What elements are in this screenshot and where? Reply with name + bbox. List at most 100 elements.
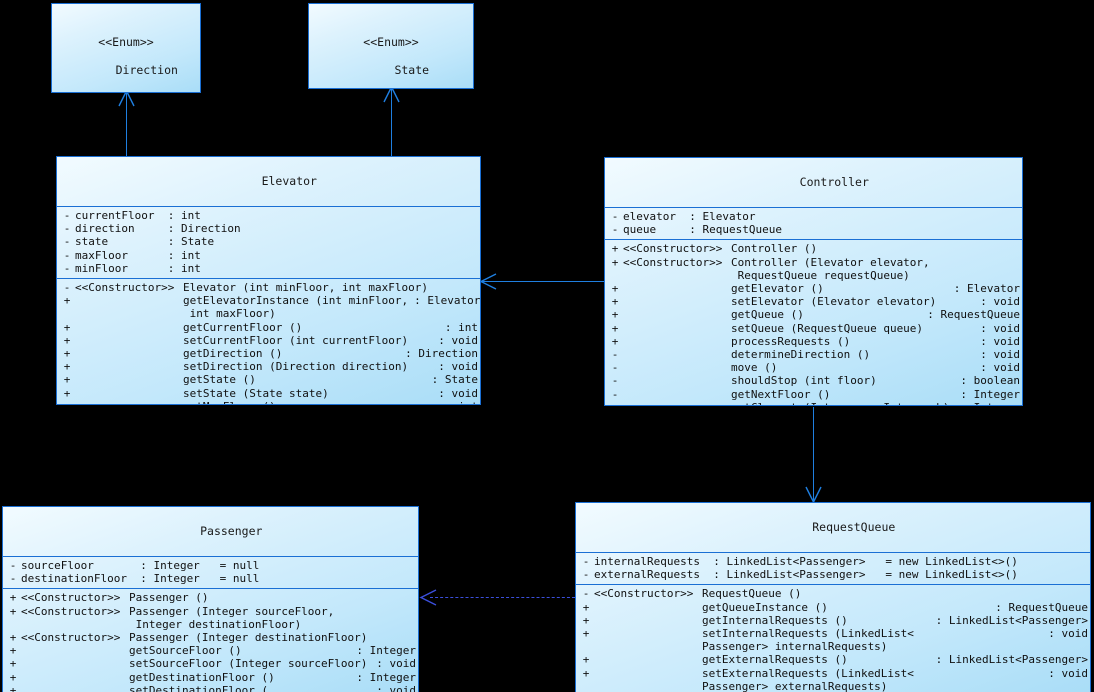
visibility: +: [611, 321, 619, 335]
operation-signature: getSourceFloor (): [129, 644, 242, 658]
operation-signature: setElevator (Elevator elevator): [731, 295, 937, 309]
visibility: +: [611, 295, 619, 309]
visibility: +: [611, 282, 619, 296]
operation-signature: getQueueInstance (): [702, 600, 828, 614]
operation-signature: determineDirection (): [731, 348, 871, 362]
stereotype-enum-state: <<Enum>>: [363, 35, 419, 49]
operation-signature: Passenger> internalRequests): [702, 640, 888, 654]
operation-row: + setDirection (Direction direction) : voi…: [57, 360, 480, 373]
operations-compartment-controller: +<<Constructor>>Controller ()+<<Construc…: [605, 240, 1022, 405]
attribute-row: -minFloor : int: [57, 262, 480, 275]
class-box-state-enum[interactable]: <<Enum>> State + MOVING : EnumConstant +…: [308, 3, 474, 89]
class-box-passenger[interactable]: Passenger -sourceFloor : Integer = null-…: [2, 506, 419, 692]
class-name-elevator: Elevator: [261, 174, 317, 188]
operation-row-continuation: RequestQueue requestQueue): [605, 269, 1022, 282]
operation-return-type: : LinkedList<Passenger>: [935, 653, 1088, 667]
visibility: +: [582, 627, 590, 641]
attribute-text: maxFloor : int: [75, 248, 201, 262]
attributes-compartment-requestqueue: -internalRequests : LinkedList<Passenger…: [576, 553, 1090, 586]
attributes-compartment-passenger: -sourceFloor : Integer = null-destinatio…: [3, 557, 418, 590]
visibility: -: [611, 387, 619, 401]
class-name-requestqueue: RequestQueue: [812, 520, 896, 534]
operation-row: -<<Constructor>>RequestQueue (): [576, 587, 1090, 600]
visibility: -: [582, 568, 590, 582]
operation-return-type: : Integer: [954, 401, 1020, 405]
connector-elevator-to-direction: [126, 92, 127, 156]
class-box-requestqueue[interactable]: RequestQueue -internalRequests : LinkedL…: [575, 502, 1091, 692]
operation-row: +setQueue (RequestQueue queue): void: [605, 322, 1022, 335]
operation-row: +<<Constructor>>Passenger (Integer sourc…: [3, 605, 418, 618]
visibility: -: [63, 209, 71, 222]
operation-signature: getQueue (): [731, 308, 804, 322]
stereotype: <<Constructor>>: [623, 255, 723, 269]
class-box-controller[interactable]: Controller -elevator : Elevator-queue : …: [604, 157, 1023, 406]
operation-return-type: : void: [438, 386, 478, 400]
operation-row: +<<Constructor>>Controller (Elevator ele…: [605, 256, 1022, 269]
visibility: +: [611, 334, 619, 348]
attributes-compartment-controller: -elevator : Elevator-queue : RequestQueu…: [605, 208, 1022, 241]
operation-signature: getState (): [183, 373, 256, 387]
operation-row: +getDestinationFloor (): Integer: [3, 671, 418, 684]
operation-row: +setInternalRequests (LinkedList<: void: [576, 627, 1090, 640]
class-box-elevator[interactable]: Elevator -currentFloor : int-direction :…: [56, 156, 481, 405]
stereotype-enum-direction: <<Enum>>: [98, 35, 154, 49]
operation-return-type: : void: [980, 295, 1020, 309]
operation-row-continuation: int maxFloor): [57, 307, 480, 320]
attribute-row: -externalRequests : LinkedList<Passenger…: [576, 568, 1090, 581]
operation-return-type: : void: [980, 361, 1020, 375]
attribute-text: elevator : Elevator: [623, 210, 756, 223]
visibility: +: [63, 347, 71, 361]
attribute-text: currentFloor : int: [75, 209, 201, 222]
operation-row: +setDestinationFloor (: void: [3, 684, 418, 692]
operations-compartment-requestqueue: -<<Constructor>>RequestQueue ()+getQueue…: [576, 585, 1090, 692]
visibility: -: [611, 361, 619, 375]
operation-signature: getNextFloor (): [731, 387, 831, 401]
operation-return-type: : int: [444, 320, 478, 334]
operation-signature: setExternalRequests (LinkedList<: [702, 666, 914, 680]
operation-return-type: : void: [376, 683, 416, 692]
visibility: +: [63, 360, 71, 374]
operation-return-type: : void: [1048, 666, 1088, 680]
visibility: +: [582, 653, 590, 667]
operation-row: -getClosest (Integer a, Integer b): Inte…: [605, 401, 1022, 405]
operation-row: + setElevator (Elevator elevator) : void: [605, 295, 1022, 308]
attribute-text: minFloor : int: [75, 261, 201, 275]
operation-row-continuation: Passenger> externalRequests): [576, 680, 1090, 692]
operation-return-type: : void: [1048, 627, 1088, 641]
attribute-row: -internalRequests : LinkedList<Passenger…: [576, 555, 1090, 568]
operation-signature: Passenger (Integer sourceFloor,: [129, 604, 335, 618]
operation-row: +getElevator (): Elevator: [605, 282, 1022, 295]
class-box-direction-enum[interactable]: <<Enum>> Direction + UP : EnumConstant +…: [51, 3, 201, 93]
attribute-text: state : State: [75, 235, 215, 249]
visibility: -: [63, 248, 71, 262]
connector-controller-to-elevator: [482, 281, 604, 282]
class-title-direction: <<Enum>> Direction: [52, 4, 200, 92]
visibility: -: [611, 210, 619, 223]
visibility: +: [63, 373, 71, 387]
visibility: -: [611, 348, 619, 362]
class-title-controller: Controller: [605, 158, 1022, 208]
operation-return-type: : void: [438, 360, 478, 374]
attribute-text: internalRequests : LinkedList<Passenger>…: [594, 555, 1018, 568]
operation-signature: getInternalRequests (): [702, 613, 848, 627]
operation-row: +getQueueInstance (): RequestQueue: [576, 601, 1090, 614]
attribute-row: -elevator : Elevator: [605, 210, 1022, 223]
stereotype: <<Constructor>>: [623, 242, 723, 256]
class-title-passenger: Passenger: [3, 507, 418, 557]
stereotype: <<Constructor>>: [21, 591, 121, 605]
attribute-row: -queue : RequestQueue: [605, 223, 1022, 236]
operation-return-type: : Elevator: [953, 282, 1020, 296]
operation-signature: getDirection (): [183, 347, 283, 361]
visibility: +: [611, 308, 619, 322]
operation-row: +getDirection (): Direction: [57, 347, 480, 360]
operation-row: +processRequests (): void: [605, 335, 1022, 348]
class-name-state: State: [394, 63, 430, 77]
operation-signature: setDestinationFloor (: [129, 683, 269, 692]
operation-row: +setState (State state): void: [57, 387, 480, 400]
class-name-passenger: Passenger: [200, 524, 263, 538]
visibility: +: [63, 333, 71, 347]
attributes-compartment-elevator: -currentFloor : int-direction : Directio…: [57, 207, 480, 280]
operation-signature: setDirection (Direction direction): [183, 360, 409, 374]
operations-compartment-elevator: -<<Constructor>>Elevator (int minFloor, …: [57, 279, 480, 404]
